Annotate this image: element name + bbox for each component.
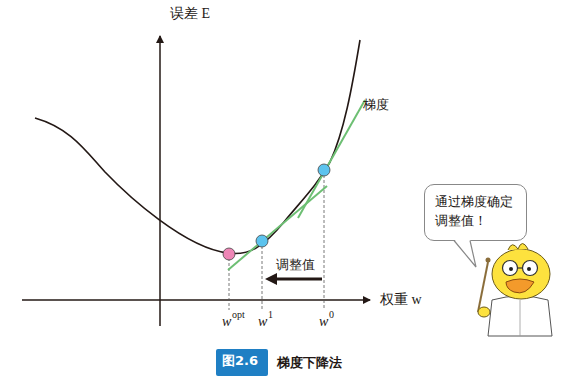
weight-point <box>318 164 330 176</box>
figure-caption: 梯度下降法 <box>277 356 342 369</box>
bubble-tail-fill <box>454 239 476 267</box>
adjust-arrow <box>275 278 322 281</box>
y-axis <box>159 36 161 326</box>
weight-symbol: w <box>258 315 267 329</box>
axis-label: 权重 w <box>380 293 422 307</box>
duck-character <box>478 244 552 337</box>
adjust-label: 调整值 <box>276 258 315 271</box>
weight-symbol: w <box>319 315 328 329</box>
weight-point <box>256 235 268 247</box>
tangent-line <box>228 186 327 270</box>
gradient-label: 梯度 <box>363 98 389 111</box>
speech-bubble: 通过梯度确定调整值！ <box>424 184 527 241</box>
optimum-point <box>223 248 235 260</box>
node-text: 通过梯度确定调整值！ <box>435 193 515 231</box>
weight-symbol: w <box>222 315 231 329</box>
tangent-line <box>298 100 365 218</box>
figure-number-badge: 图2.6 <box>216 349 268 376</box>
x-axis <box>22 299 370 301</box>
node-text: 图2.6 <box>222 353 262 369</box>
weight-superscript: 0 <box>329 310 334 320</box>
weight-superscript: opt <box>232 310 245 320</box>
guide-lines <box>229 175 324 310</box>
weight-superscript: 1 <box>268 310 273 320</box>
bubble-tail-outline <box>454 241 476 268</box>
adjust-arrowhead <box>265 273 277 285</box>
error-curve <box>35 40 360 254</box>
axis-label: 误差 E <box>170 7 210 21</box>
